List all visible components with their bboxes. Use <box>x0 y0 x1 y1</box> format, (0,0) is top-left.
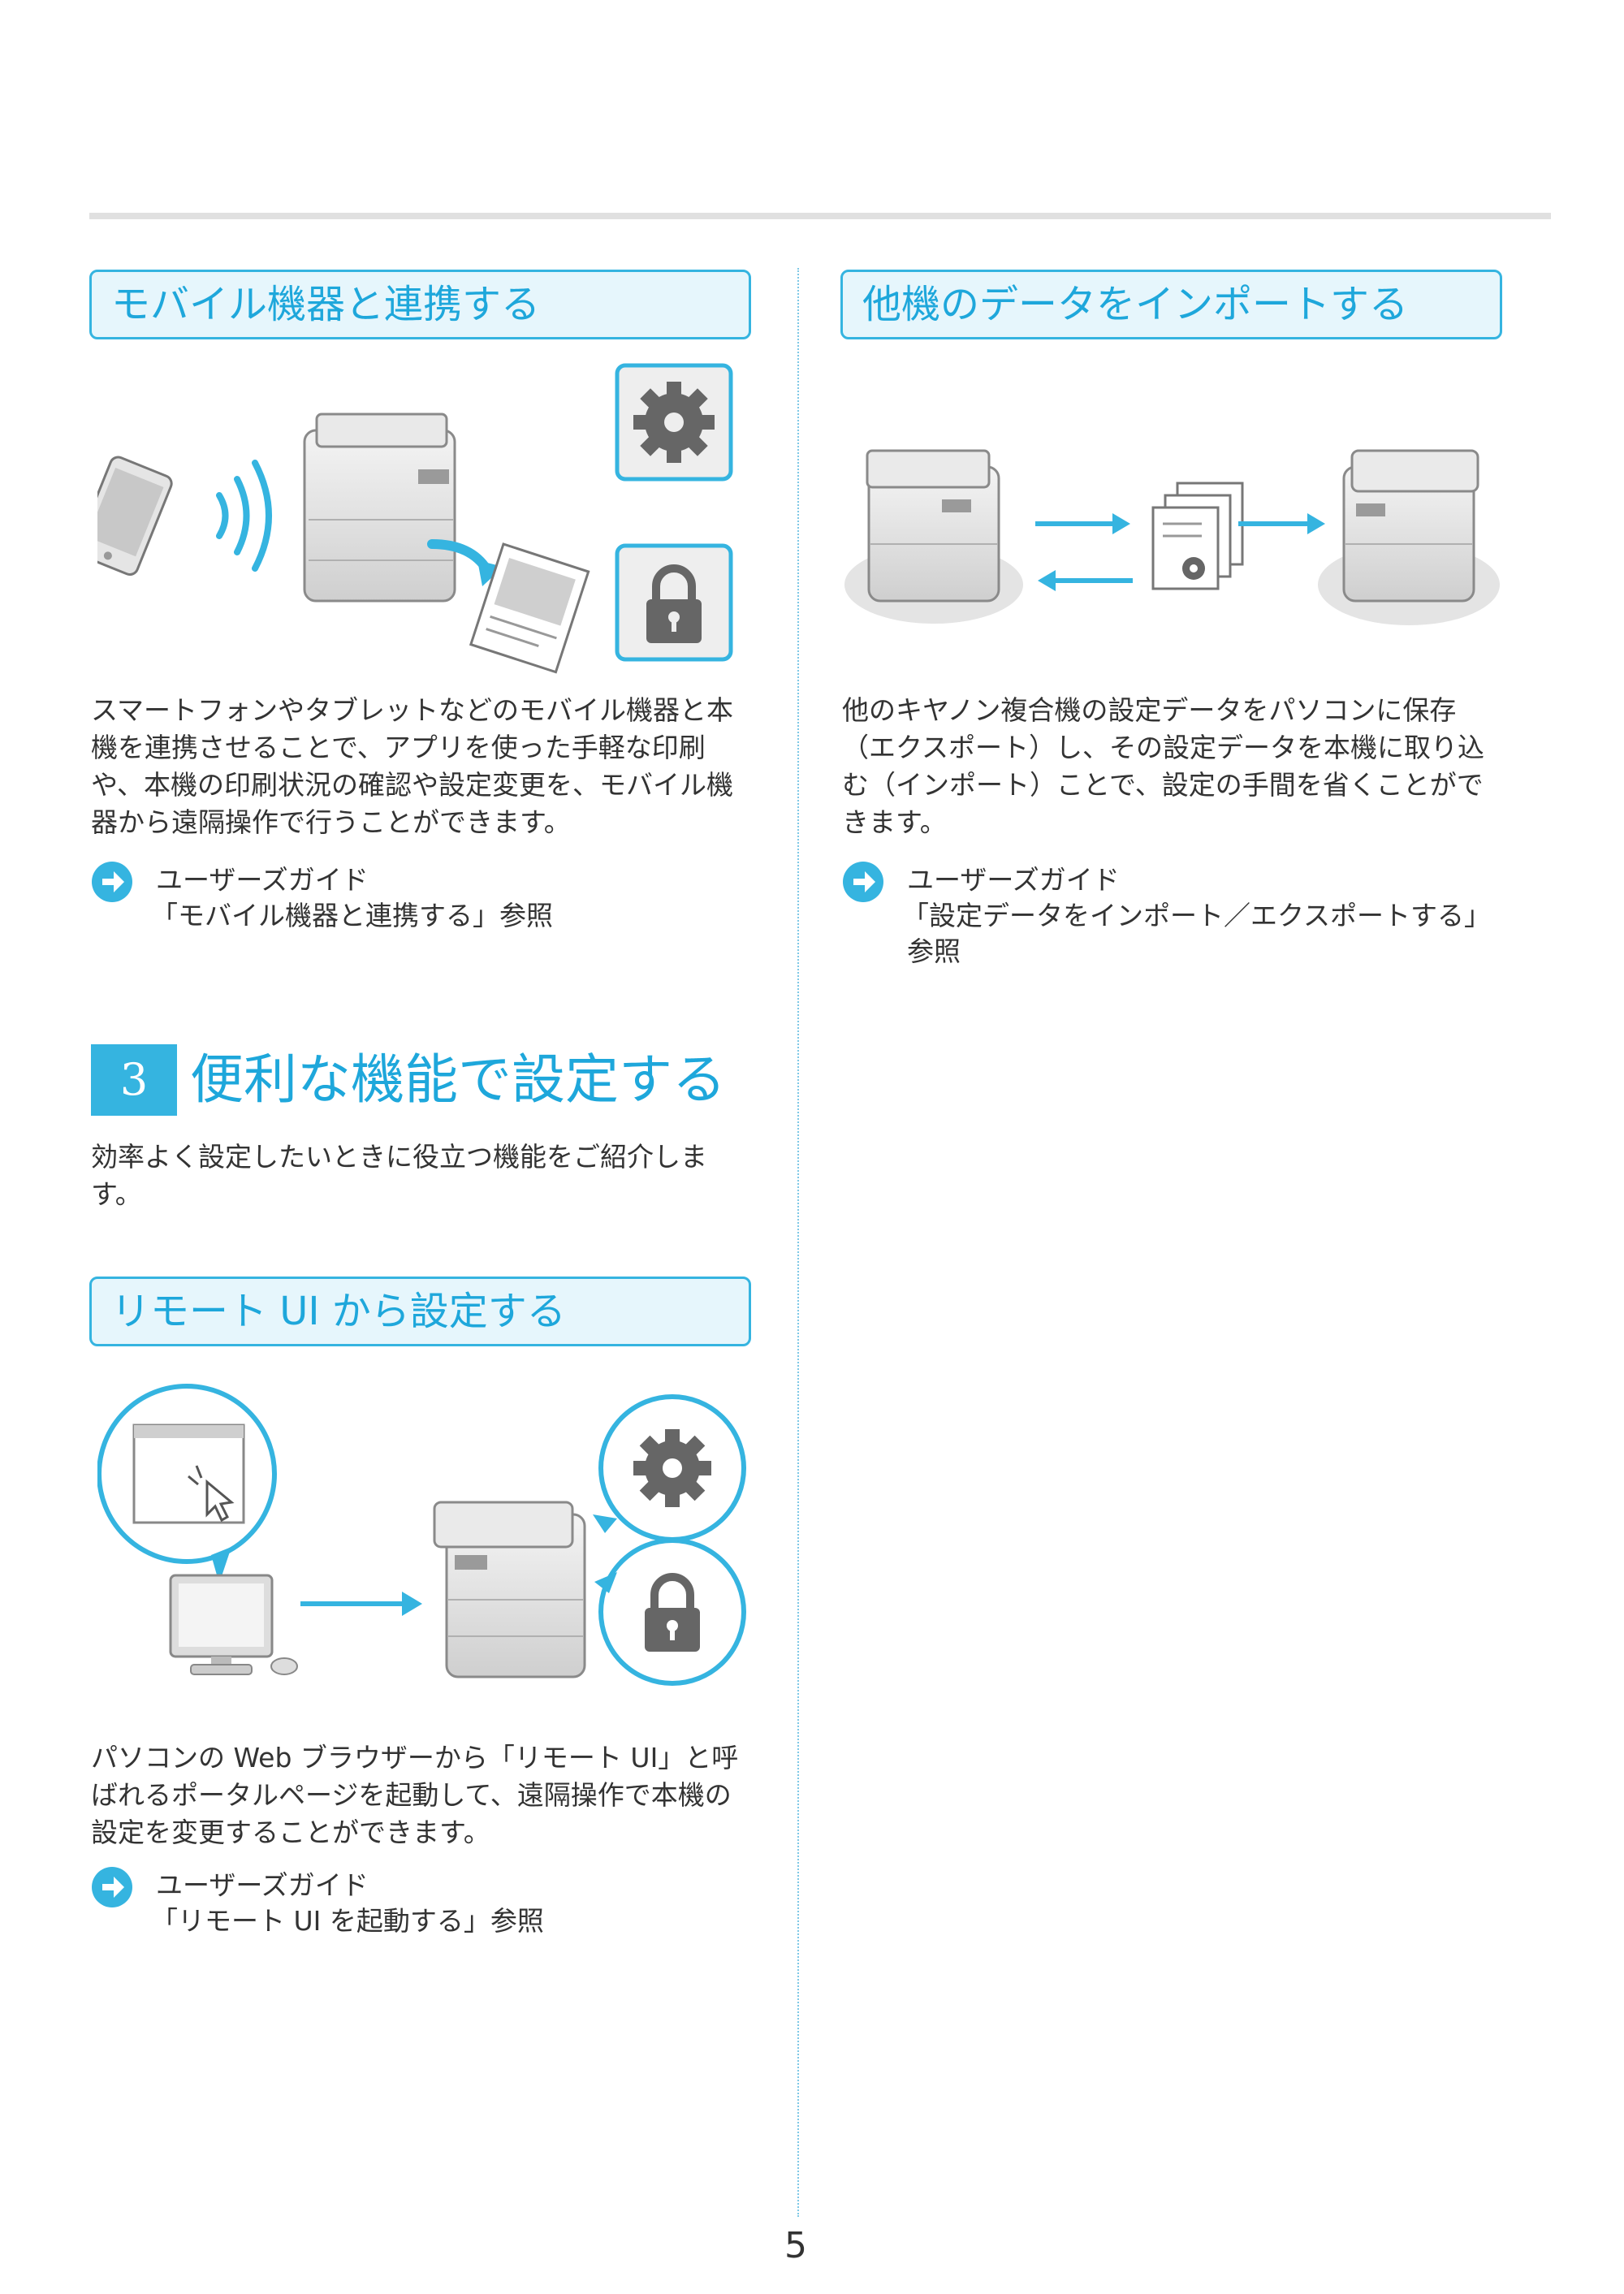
page-number: 5 <box>784 2225 807 2266</box>
smartphone-icon <box>97 456 173 576</box>
ref-guide-label: ユーザーズガイド <box>156 864 369 896</box>
ref-title[interactable]: 「リモート UI を起動する」参照 <box>151 1905 544 1937</box>
top-rule <box>89 213 1551 219</box>
arrow-right-circle-icon <box>92 1867 132 1907</box>
body-import: 他のキヤノン複合機の設定データをパソコンに保存（エクスポート）し、その設定データ… <box>842 694 1485 838</box>
lock-icon <box>615 543 733 662</box>
mobile-illustration <box>97 363 733 674</box>
section-heading-remote: リモート UI から設定する <box>89 1277 751 1346</box>
section-heading-import: 他機のデータをインポートする <box>840 270 1502 339</box>
arrow-right-circle-icon <box>92 862 132 902</box>
wireless-signal-icon <box>216 460 272 572</box>
chapter-number: 3 <box>91 1044 177 1116</box>
ref-title[interactable]: 「モバイル機器と連携する」参照 <box>151 900 553 931</box>
ref-suffix: 参照 <box>907 935 961 967</box>
section-heading-mobile: モバイル機器と連携する <box>89 270 751 339</box>
gear-icon <box>615 363 733 482</box>
printer-icon <box>303 413 456 603</box>
reference-mobile: ユーザーズガイド 「モバイル機器と連携する」参照 <box>91 862 753 934</box>
ref-guide-label: ユーザーズガイド <box>156 1869 369 1901</box>
chapter-title: 便利な機能で設定する <box>190 1048 726 1111</box>
ref-title[interactable]: 「設定データをインポート／エクスポートする」 <box>902 900 1492 931</box>
mouse-icon <box>270 1657 298 1675</box>
body-remote: パソコンの Web ブラウザーから「リモート UI」と呼ばれるポータルページを起… <box>91 1742 739 1848</box>
body-mobile: スマートフォンやタブレットなどのモバイル機器と本機を連携させることで、アプリを使… <box>91 694 734 838</box>
column-divider <box>797 268 799 2217</box>
monitor-icon <box>169 1574 274 1675</box>
printer-icon <box>1318 449 1500 625</box>
cursor-icon <box>205 1479 235 1523</box>
import-illustration <box>844 449 1500 625</box>
arrow-left-icon <box>1038 570 1133 591</box>
ref-guide-label: ユーザーズガイド <box>907 864 1120 896</box>
lock-icon <box>594 1538 746 1686</box>
gear-icon <box>593 1394 746 1542</box>
arrow-right-icon <box>1035 513 1130 534</box>
printer-icon <box>844 449 1023 624</box>
printer-icon <box>433 1501 586 1678</box>
arrow-right-icon <box>300 1592 422 1616</box>
document-icon <box>469 542 590 674</box>
arrow-right-icon <box>1238 513 1325 534</box>
document-icon <box>1151 482 1244 590</box>
remote-ui-illustration <box>97 1384 746 1686</box>
reference-import: ユーザーズガイド 「設定データをインポート／エクスポートする」 参照 <box>842 862 1516 970</box>
reference-remote: ユーザーズガイド 「リモート UI を起動する」参照 <box>91 1867 753 1939</box>
browser-window-bubble <box>97 1384 277 1583</box>
arrow-right-circle-icon <box>843 862 883 902</box>
chapter-intro: 効率よく設定したいときに役立つ機能をご紹介します。 <box>91 1141 707 1210</box>
